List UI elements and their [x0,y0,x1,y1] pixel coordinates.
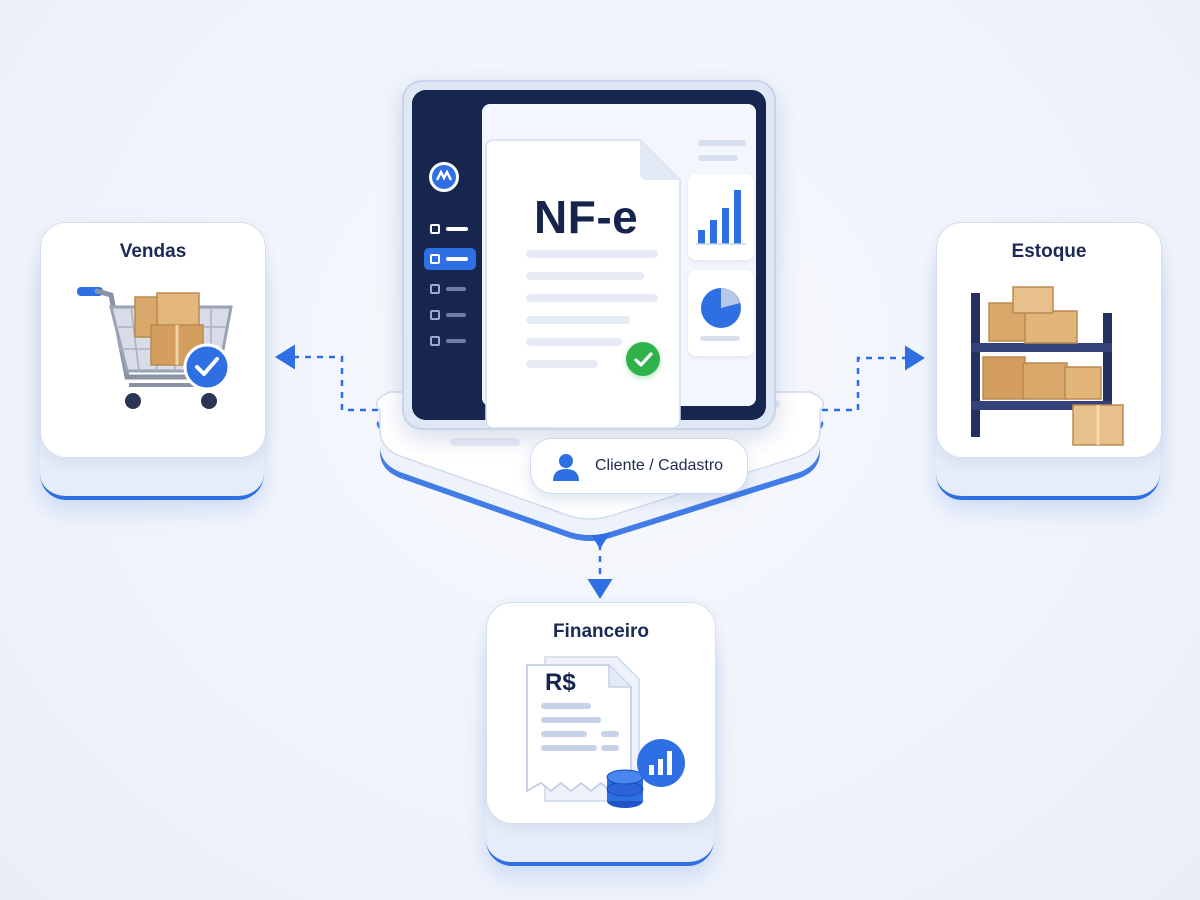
client-registration-label: Cliente / Cadastro [595,457,724,474]
pie-chart-icon [700,288,741,341]
financeiro-card[interactable]: Financeiro R$ [486,602,716,824]
nfe-document[interactable]: NF-e [480,136,684,432]
sidebar-item-4[interactable] [430,308,476,322]
right-panel-lines [698,140,758,161]
sidebar-item-1[interactable] [430,222,476,236]
shopping-cart-icon [77,287,233,409]
sidebar-item-2-active[interactable] [424,248,476,270]
vendas-card[interactable]: Vendas [40,222,266,458]
estoque-title: Estoque [1011,241,1087,262]
currency-symbol: R$ [545,669,576,696]
vendas-title: Vendas [119,241,187,262]
sidebar-item-5[interactable] [430,334,476,348]
bar-chart-icon [696,190,746,245]
sidebar-item-3[interactable] [430,282,476,296]
financeiro-title: Financeiro [552,621,650,642]
bar-chart-widget [688,174,754,260]
warehouse-shelf-icon [971,286,1124,446]
user-icon [553,454,579,481]
estoque-card[interactable]: Estoque [936,222,1162,458]
document-title: NF-e [534,191,639,243]
logo-icon [429,162,459,192]
document-lines [526,250,666,368]
connector-estoque [822,345,925,412]
app-sidebar [412,90,482,420]
check-icon [626,342,660,376]
client-registration-pill[interactable]: Cliente / Cadastro [530,438,748,494]
connector-vendas [275,344,378,412]
pie-chart-widget [688,270,754,356]
receipt-icon [526,656,685,808]
